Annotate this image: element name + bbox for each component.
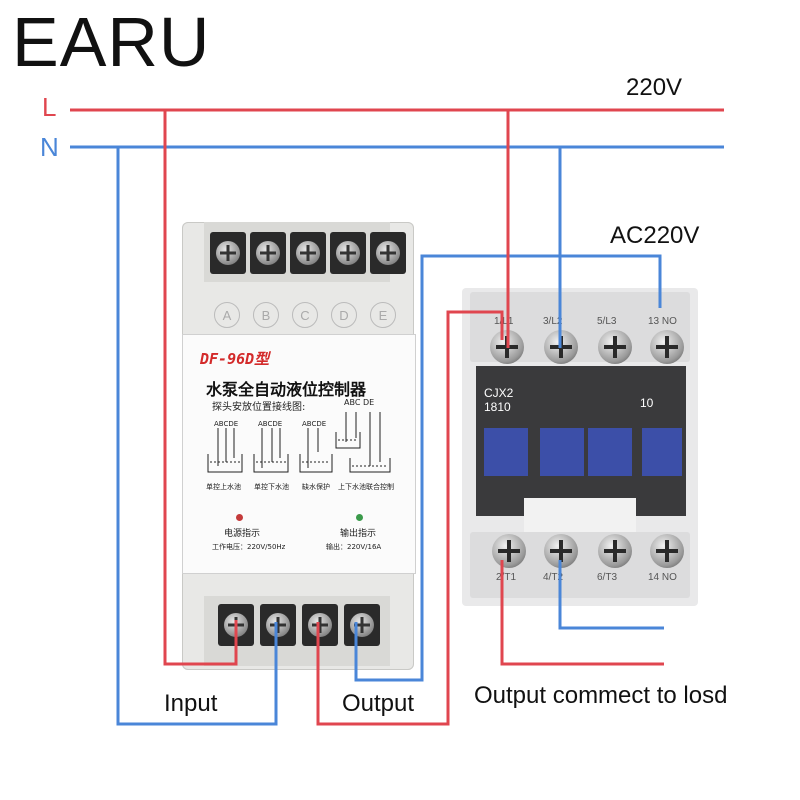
input-neutral-wire [116,147,278,726]
terminal [302,604,338,646]
probe-letter: B [253,302,279,328]
contactor-blue-block [642,428,682,476]
terminal [330,232,366,274]
screw-icon [266,613,290,637]
screw-icon [256,241,280,265]
terminal-tag: 6/T3 [597,572,618,583]
contactor-blue-block [588,428,632,476]
power-led-icon [236,514,243,521]
diagram-caption: 上下水池联合控制 [338,483,394,491]
screw-icon [598,330,632,364]
controller-subtitle: 探头安放位置接线图: [212,402,306,413]
terminal [210,232,246,274]
controller-label-card [182,334,416,574]
terminal [290,232,326,274]
live-line-label: L [42,92,57,122]
probe-letters: A B C D E [214,302,396,328]
input-label: Input [164,690,218,717]
controller-model: DF-96D型 [200,350,270,368]
load-live-wire [500,560,664,666]
screw-icon [350,613,374,637]
probe-letter: A [214,302,240,328]
screw-icon [598,534,632,568]
input-live-wire [163,110,238,666]
load-neutral-wire [558,560,664,630]
output-neutral-wire [354,254,662,682]
contactor-blue-block [540,428,584,476]
output-indicator-label: 输出指示 [340,529,377,539]
terminal-tag: 14 NO [648,572,677,583]
probe-letter: C [292,302,318,328]
screw-icon [492,534,526,568]
diagram-letters: ABCDE [258,420,283,428]
screw-icon [336,241,360,265]
output-rating-label: 输出：220V/16A [326,543,382,551]
diagram-letters: ABCDE [214,420,239,428]
terminal-tag: 13 NO [648,316,677,327]
terminal [250,232,286,274]
abc-group-label: ABC DE [344,398,375,407]
power-indicator-label: 电源指示 [224,529,261,539]
tank-diagrams [207,412,391,473]
supply-voltage-label: 220V [626,74,683,101]
contactor-blue-block [484,428,528,476]
diagram-letters: ABCDE [302,420,327,428]
terminal-tag: 3/L2 [543,316,563,327]
probe-letter: D [331,302,357,328]
controller-title: 水泵全自动液位控制器 [206,380,367,399]
brand-logo: EARU [12,3,211,81]
screw-icon [308,613,332,637]
screw-icon [216,241,240,265]
terminal [260,604,296,646]
screw-icon [650,330,684,364]
load-label: Output commect to losd [474,682,728,709]
coil-voltage-label: AC220V [610,222,700,249]
output-led-icon [356,514,363,521]
contactor-model-line2: 1810 [484,400,511,414]
screw-icon [650,534,684,568]
screw-icon [296,241,320,265]
contactor-rating: 10 [640,396,654,410]
terminal-tag: 4/T2 [543,572,564,583]
output-label: Output [342,690,415,717]
terminal [344,604,380,646]
diagram-caption: 单控上水池 [206,483,241,491]
output-live-wire [316,310,504,726]
diagram-caption: 缺水保护 [302,483,330,491]
screw-icon [376,241,400,265]
contactor-model-line1: CJX2 [484,386,514,400]
neutral-line-label: N [40,132,59,162]
terminal-tag: 2/T1 [496,572,517,583]
controller-top-terminals [210,232,406,274]
terminal [370,232,406,274]
terminal-tag: 1/L1 [494,316,514,327]
terminal-tag: 5/L3 [597,316,617,327]
work-voltage-label: 工作电压：220V/50Hz [212,543,286,551]
diagram-caption: 单控下水池 [254,483,289,491]
probe-letter: E [370,302,396,328]
